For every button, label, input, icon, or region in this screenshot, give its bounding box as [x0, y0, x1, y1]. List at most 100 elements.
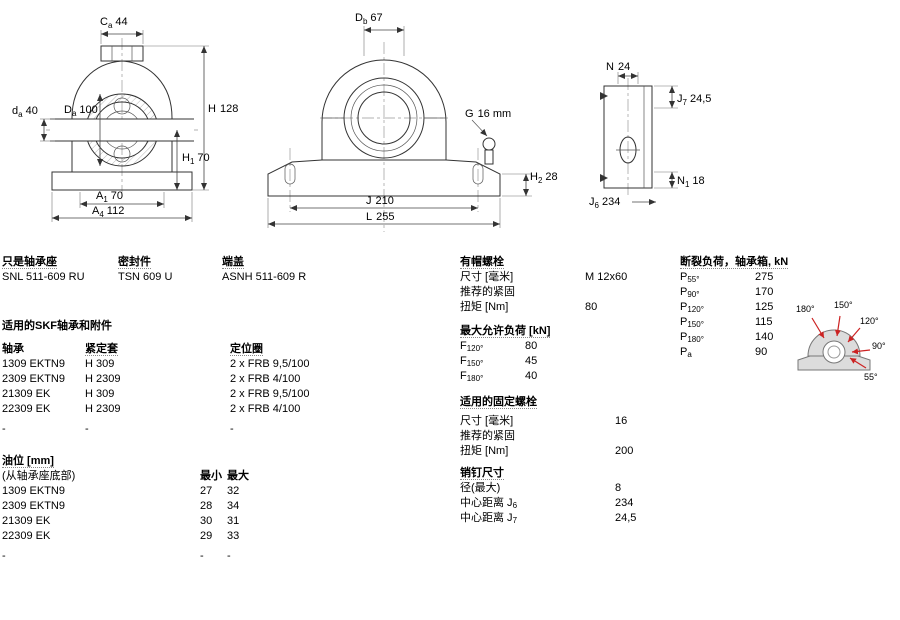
- pin-value: 234: [615, 497, 634, 509]
- oil-min-value: -: [200, 550, 204, 562]
- bearing-designation: 22309 EK: [2, 530, 51, 542]
- oil-row: - - -: [2, 549, 249, 564]
- housing-only-label[interactable]: 只是轴承座: [2, 256, 57, 269]
- bearing-designation: 22309 EK: [2, 403, 51, 415]
- end-cover-label[interactable]: 端盖: [222, 256, 244, 269]
- bearing-designation: 1309 EKTN9: [2, 358, 65, 370]
- bearings-row: 2309 EKTN9 H 2309 2 x FRB 4/100: [2, 372, 310, 387]
- cap-bolt-size-row: 尺寸 [毫米] M 12x60: [460, 270, 627, 285]
- ring-designation: 2 x FRB 4/100: [230, 403, 301, 415]
- load-row: F150° 45: [460, 354, 550, 369]
- attachment-bolts-title[interactable]: 适用的固定螺栓: [460, 396, 537, 409]
- torque-label-line2: 扭矩 [Nm]: [460, 301, 509, 313]
- max-load-title[interactable]: 最大允许负荷 [kN]: [460, 325, 551, 338]
- oil-table-head: (从轴承座底部) 最小 最大: [2, 469, 249, 484]
- oil-min-value: 29: [200, 530, 213, 542]
- load-value: 40: [525, 370, 538, 382]
- bearings-section: 适用的SKF轴承和附件 轴承 紧定套 定位圈 1309 EKTN9 H 309 …: [2, 319, 310, 437]
- pin-row: 中心距离 J6 234: [460, 496, 636, 511]
- breaking-loads-section: 断裂负荷，轴承箱, kN P55° 275 P90° 170 P120° 125…: [680, 255, 789, 360]
- bearing-designation: -: [2, 423, 6, 435]
- end-cover-designation-value: ASNH 511-609 R: [222, 271, 307, 283]
- breaking-load-value: 125: [755, 301, 774, 313]
- cap-bolts-title[interactable]: 有帽螺栓: [460, 256, 504, 269]
- oil-level-title[interactable]: 油位 [mm]: [2, 455, 54, 468]
- torque-value: 80: [585, 301, 598, 313]
- attachment-bolt-size-row: 尺寸 [毫米] 16: [460, 414, 633, 429]
- oil-row: 22309 EK 29 33: [2, 529, 249, 544]
- load-arrow-120: [847, 327, 861, 343]
- seal-designation-value: TSN 609 U: [118, 271, 173, 283]
- angle-label-55: 55°: [864, 372, 878, 382]
- size-value: 16: [615, 415, 628, 427]
- breaking-load-row: P150° 115: [680, 315, 788, 330]
- breaking-load-value: 140: [755, 331, 774, 343]
- sleeve-designation: H 2309: [85, 373, 121, 385]
- oil-min-value: 30: [200, 515, 213, 527]
- oil-max-value: -: [227, 550, 231, 562]
- breaking-load-value: 170: [755, 286, 774, 298]
- housing-designation-value: SNL 511-609 RU: [2, 271, 85, 283]
- ring-designation: 2 x FRB 9,5/100: [230, 388, 310, 400]
- oil-row: 21309 EK 30 31: [2, 514, 249, 529]
- oil-max-value: 31: [227, 515, 240, 527]
- size-value: M 12x60: [585, 271, 628, 283]
- pin-label: 中心距离 J6: [460, 497, 518, 510]
- oil-min-value: 28: [200, 500, 213, 512]
- bearing-designation: 2309 EKTN9: [2, 500, 65, 512]
- col-sleeve-header[interactable]: 紧定套: [85, 343, 118, 356]
- oil-max-value: 34: [227, 500, 240, 512]
- load-arrow-150: [834, 315, 841, 337]
- bearing-designation: 21309 EK: [2, 388, 51, 400]
- col-max-header: 最大: [227, 470, 249, 482]
- breaking-loads-title[interactable]: 断裂负荷，轴承箱, kN: [680, 256, 789, 269]
- breaking-load-value: 115: [755, 316, 773, 328]
- section-mark-bottom: [600, 174, 608, 182]
- breaking-load-row: P120° 125: [680, 300, 788, 315]
- pin-row: 中心距离 J7 24,5: [460, 511, 636, 526]
- cap-bolts-section: 有帽螺栓 尺寸 [毫米] M 12x60 推荐的紧固 扭矩 [Nm] 80: [460, 255, 627, 315]
- seal-label[interactable]: 密封件: [118, 256, 151, 269]
- pin-dimensions-section: 销钉尺寸 径(最大) 8 中心距离 J6 234 中心距离 J7 24,5: [460, 466, 636, 526]
- breaking-load-value: 90: [755, 346, 768, 358]
- ring-designation: 2 x FRB 9,5/100: [230, 358, 310, 370]
- oil-max-value: 32: [227, 485, 240, 497]
- angle-label-120: 120°: [860, 316, 879, 326]
- size-label: 尺寸 [毫米]: [460, 415, 514, 427]
- size-label: 尺寸 [毫米]: [460, 271, 514, 283]
- load-label: F120°: [460, 340, 484, 353]
- oil-level-section: 油位 [mm] (从轴承座底部) 最小 最大 1309 EKTN9 27 32 …: [2, 454, 249, 564]
- breaking-load-label: P55°: [680, 271, 700, 284]
- load-arrow-55: [849, 357, 867, 369]
- housing-designation-block: 只是轴承座 SNL 511-609 RU: [2, 255, 85, 285]
- torque-label-line2: 扭矩 [Nm]: [460, 445, 509, 457]
- ring-designation: 2 x FRB 4/100: [230, 373, 301, 385]
- breaking-load-row: P180° 140: [680, 330, 788, 345]
- load-label: F150°: [460, 355, 484, 368]
- col-ring-header[interactable]: 定位圈: [230, 343, 263, 356]
- pin-dimensions-title[interactable]: 销钉尺寸: [460, 467, 504, 480]
- load-row: F180° 40: [460, 369, 550, 384]
- pin-label: 中心距离 J7: [460, 512, 518, 525]
- torque-label-line1: 推荐的紧固: [460, 286, 515, 298]
- torque-value: 200: [615, 445, 634, 457]
- col-bearing-header: 轴承: [2, 343, 24, 355]
- housing-pictogram-shaft: [827, 345, 841, 359]
- angle-label-180: 180°: [796, 304, 815, 314]
- torque-label-line1: 推荐的紧固: [460, 430, 515, 442]
- sleeve-designation: H 309: [85, 388, 115, 400]
- bearings-row: 21309 EK H 309 2 x FRB 9,5/100: [2, 387, 310, 402]
